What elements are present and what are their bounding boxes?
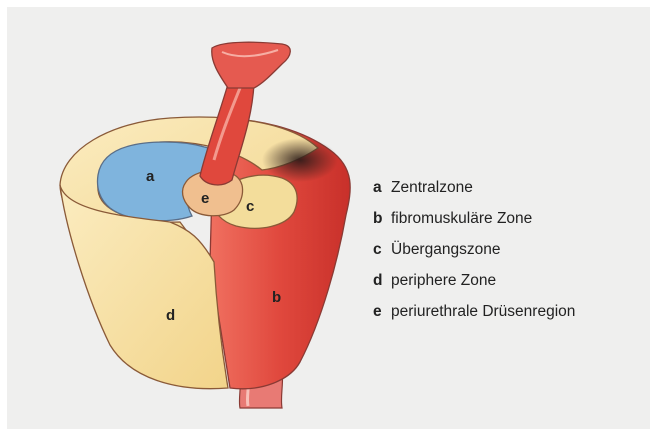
legend-item: b fibromuskuläre Zone [373, 210, 575, 241]
legend-text: periurethrale Drüsenregion [391, 303, 575, 321]
label-d: d [166, 307, 175, 324]
label-b: b [272, 289, 281, 306]
label-c: c [246, 198, 254, 215]
legend: a Zentralzone b fibromuskuläre Zone c Üb… [373, 179, 575, 334]
legend-text: Übergangszone [391, 241, 500, 259]
legend-item: d periphere Zone [373, 272, 575, 303]
legend-letter: e [373, 303, 391, 321]
legend-text: Zentralzone [391, 179, 473, 197]
legend-text: fibromuskuläre Zone [391, 210, 532, 228]
legend-letter: d [373, 272, 391, 290]
legend-item: c Übergangszone [373, 241, 575, 272]
legend-item: a Zentralzone [373, 179, 575, 210]
legend-text: periphere Zone [391, 272, 496, 290]
legend-letter: a [373, 179, 391, 197]
legend-item: e periurethrale Drüsenregion [373, 303, 575, 334]
legend-letter: b [373, 210, 391, 228]
label-e: e [201, 190, 209, 207]
legend-letter: c [373, 241, 391, 259]
urethra-opening [212, 42, 291, 88]
label-a: a [146, 168, 155, 185]
